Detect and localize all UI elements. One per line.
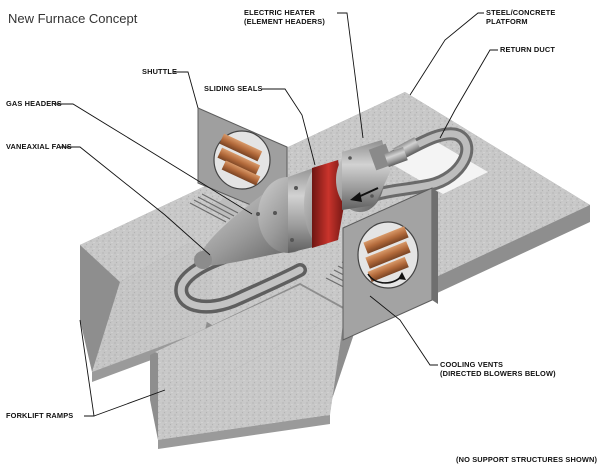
forklift-ramp-right [150,283,360,449]
label-forklift-ramps: FORKLIFT RAMPS [6,411,74,420]
label-cooling-vents-line1: COOLING VENTS [440,360,504,369]
label-steel-platform: STEEL/CONCRETE PLATFORM [486,8,556,26]
label-return-duct: RETURN DUCT [500,45,556,54]
label-gas-headers: GAS HEADERS [6,99,62,108]
label-electric-heater: ELECTRIC HEATER (ELEMENT HEADERS) [244,8,325,26]
label-steel-platform-line1: STEEL/CONCRETE [486,8,556,17]
label-electric-heater-line2: (ELEMENT HEADERS) [244,16,325,26]
label-steel-platform-line2: PLATFORM [486,16,528,26]
label-sliding-seals: SLIDING SEALS [204,84,263,93]
forklift-ramp-left [80,195,230,382]
label-vaneaxial-fans: VANEAXIAL FANS [6,142,72,151]
footnote: (NO SUPPORT STRUCTURES SHOWN) [456,455,598,464]
cooling-vent-left [189,193,239,223]
leader-lines [54,12,498,417]
diagram-title: New Furnace Concept [8,11,138,26]
label-cooling-vents: COOLING VENTS (DIRECTED BLOWERS BELOW) [440,360,556,378]
label-shuttle: SHUTTLE [142,67,178,76]
flow-arrow [350,187,379,202]
shuttle-front [342,187,438,341]
furnace-body [194,140,408,269]
label-electric-heater-line1: ELECTRIC HEATER [244,8,316,17]
label-cooling-vents-line2: (DIRECTED BLOWERS BELOW) [440,368,556,378]
